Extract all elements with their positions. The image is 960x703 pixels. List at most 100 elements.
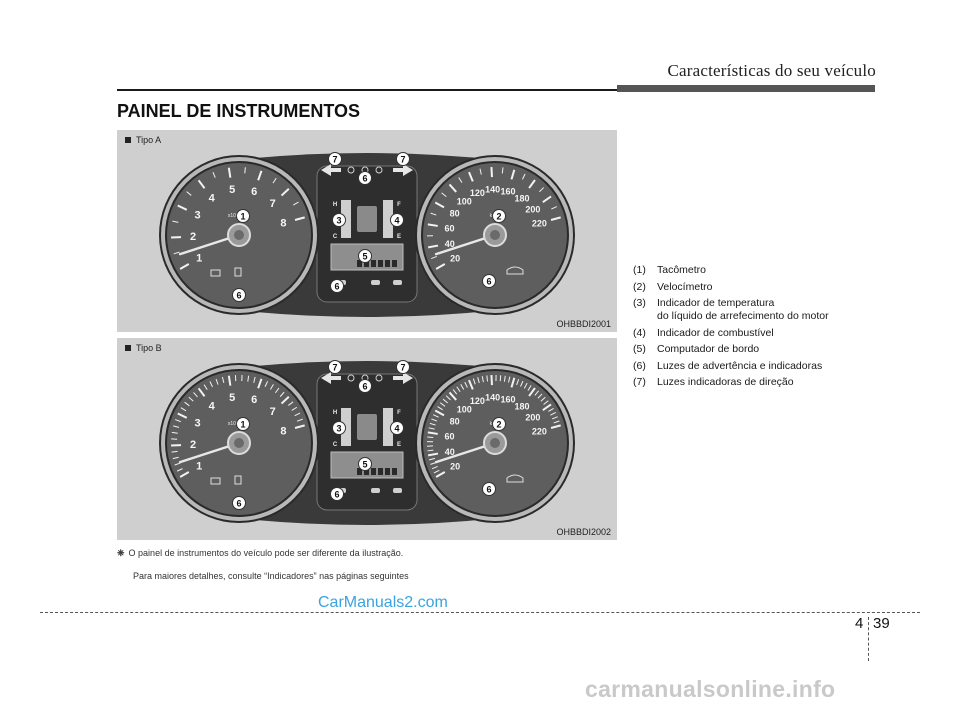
- figure-panel-type-b: Tipo B HCFE12345678x1000rpm2040608010012…: [117, 338, 617, 540]
- note-line-1: ❈O painel de instrumentos do veículo pod…: [117, 548, 403, 559]
- gauge-number: 6: [251, 186, 257, 198]
- gauge-hub-center: [490, 230, 500, 240]
- legend-item: (5)Computador de bordo: [633, 341, 893, 358]
- callout-number: 6: [486, 485, 491, 495]
- gauge-number: 200: [525, 204, 540, 214]
- gauge-number: 80: [450, 417, 460, 427]
- fuel-mark-empty: E: [397, 442, 401, 448]
- watermark-footer: carmanualsonline.info: [585, 676, 835, 703]
- callout-number: 7: [400, 155, 405, 165]
- gauge-tick: [245, 167, 246, 173]
- speedometer-gauge: 20406080100120140160180200220km/h: [415, 155, 575, 315]
- fuel-mark-full: F: [397, 410, 401, 416]
- indicator-icon: [393, 280, 402, 285]
- gauge-number: 3: [194, 418, 200, 430]
- header-title: Características do seu veículo: [667, 61, 876, 81]
- temperature-mark-cold: C: [333, 442, 338, 448]
- header-rule: [117, 89, 617, 91]
- lcd-digit: [378, 260, 383, 267]
- temperature-mark-hot: H: [333, 202, 337, 208]
- gauge-number: 20: [450, 254, 460, 264]
- gauge-tick: [427, 437, 433, 438]
- gauge-tick: [427, 450, 433, 451]
- gauge-number: 200: [525, 412, 540, 422]
- callout-number: 7: [400, 363, 405, 373]
- lcd-digit: [385, 260, 390, 267]
- lcd-digit: [392, 468, 397, 475]
- panel-label: Tipo B: [125, 343, 162, 353]
- gauge-number: 5: [229, 392, 235, 404]
- lcd-digit: [392, 260, 397, 267]
- callout-number: 6: [236, 291, 241, 301]
- gauge-number: 160: [501, 186, 516, 196]
- note-line-2: Para maiores detalhes, consulte “Indicad…: [133, 571, 409, 581]
- gauge-number: 8: [280, 218, 286, 230]
- callout-number: 7: [332, 363, 337, 373]
- lcd-digit: [371, 260, 376, 267]
- lcd-digit: [378, 468, 383, 475]
- legend-item: (2)Velocímetro: [633, 279, 893, 296]
- page-number: 39: [873, 615, 890, 632]
- gauge-number: 160: [501, 394, 516, 404]
- section-number: 4: [855, 615, 863, 632]
- gauge-number: 220: [532, 219, 547, 229]
- callout-number: 3: [336, 424, 341, 434]
- callout-number: 4: [394, 424, 399, 434]
- legend-item: (7)Luzes indicadoras de direção: [633, 374, 893, 391]
- gauge-tick: [491, 167, 492, 177]
- gauge-number: 80: [450, 209, 460, 219]
- callout-number: 5: [362, 252, 367, 262]
- legend-item: (1)Tacômetro: [633, 262, 893, 279]
- callout-number: 3: [336, 216, 341, 226]
- indicator-icon: [371, 280, 380, 285]
- gauge-number: 7: [270, 198, 276, 210]
- callout-number: 5: [362, 460, 367, 470]
- callout-number: 2: [496, 212, 501, 222]
- gauge-number: 4: [209, 400, 216, 412]
- figure-panel-type-a: Tipo A HCFE12345678x1000rpm2040608010012…: [117, 130, 617, 332]
- gauge-number: 5: [229, 184, 235, 196]
- gauge-hub-center: [234, 230, 244, 240]
- gauge-number: 60: [445, 223, 455, 233]
- watermark-link[interactable]: CarManuals2.com: [318, 594, 448, 612]
- gauge-tick: [500, 375, 501, 381]
- gauge-number: 60: [445, 431, 455, 441]
- gauge-tick: [502, 167, 503, 173]
- page-separator: [868, 617, 869, 661]
- gauge-number: 140: [485, 393, 500, 403]
- lcd-digit: [385, 468, 390, 475]
- gauge-number: 2: [190, 231, 196, 243]
- callout-number: 6: [334, 490, 339, 500]
- gear-indicator: [357, 206, 377, 232]
- callout-number: 6: [334, 282, 339, 292]
- gauge-number: 180: [515, 193, 530, 203]
- gauge-number: 2: [190, 439, 196, 451]
- panel-label: Tipo A: [125, 135, 161, 145]
- callout-number: 6: [236, 499, 241, 509]
- gauge-hub-center: [490, 438, 500, 448]
- gauge-number: 120: [470, 396, 485, 406]
- temperature-mark-hot: H: [333, 410, 337, 416]
- legend-item: (6)Luzes de advertência e indicadoras: [633, 358, 893, 375]
- gauge-number: 4: [209, 192, 216, 204]
- footer-divider: [40, 612, 920, 613]
- gauge-number: 1: [196, 253, 202, 265]
- instrument-cluster-illustration: HCFE12345678x1000rpm20406080100120140160…: [151, 152, 583, 318]
- callout-number: 1: [240, 420, 245, 430]
- fuel-mark-full: F: [397, 202, 401, 208]
- gauge-number: 120: [470, 188, 485, 198]
- callout-number: 6: [486, 277, 491, 287]
- gauge-number: 220: [532, 427, 547, 437]
- speedometer-gauge: 20406080100120140160180200220km/h: [415, 363, 575, 523]
- section-title: PAINEL DE INSTRUMENTOS: [117, 101, 360, 122]
- indicator-icon: [371, 488, 380, 493]
- gauge-number: 20: [450, 462, 460, 472]
- gear-indicator: [357, 414, 377, 440]
- legend-item: (4)Indicador de combustível: [633, 325, 893, 342]
- gauge-number: 6: [251, 394, 257, 406]
- gauge-number: 1: [196, 461, 202, 473]
- fuel-mark-empty: E: [397, 234, 401, 240]
- lcd-digit: [371, 468, 376, 475]
- callout-number: 4: [394, 216, 399, 226]
- gauge-number: 140: [485, 185, 500, 195]
